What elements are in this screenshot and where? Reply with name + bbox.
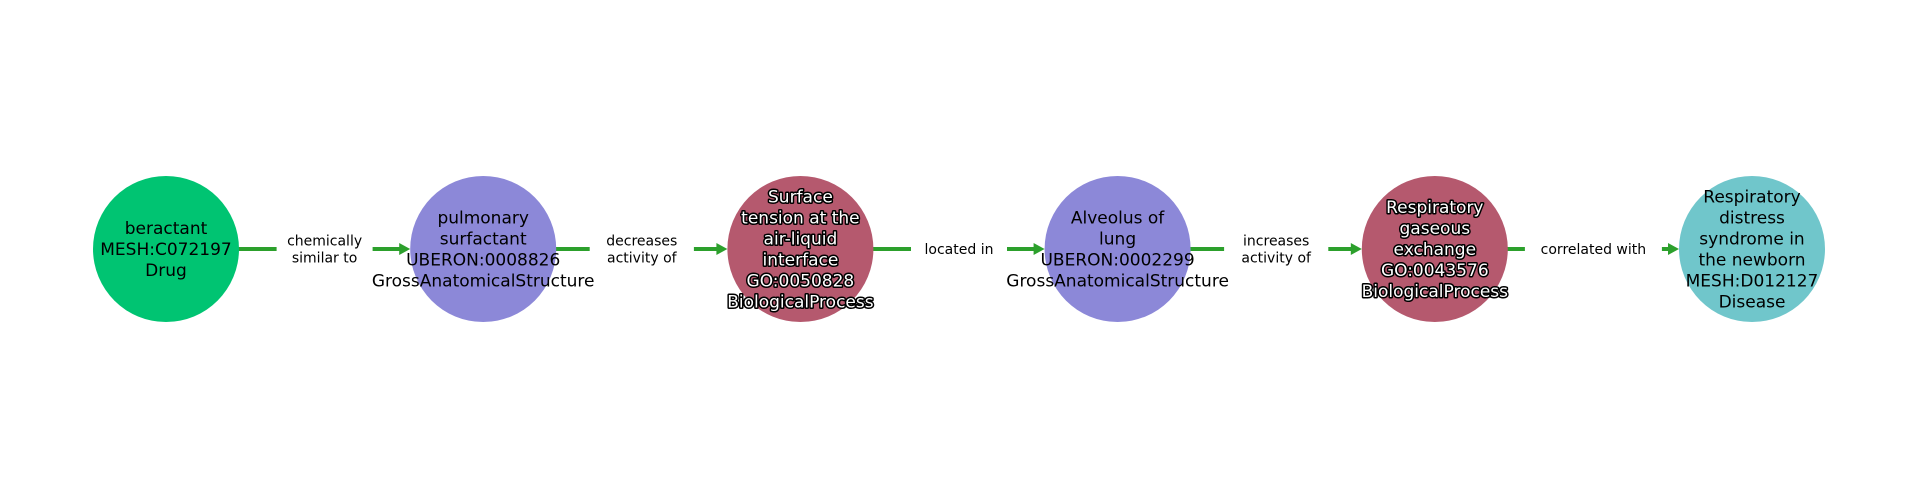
node-circle[interactable] (1361, 176, 1508, 322)
node-label: distress (1719, 209, 1785, 229)
arrowhead-icon (1668, 243, 1679, 255)
edge-label: similar to (292, 251, 357, 267)
node-label: syndrome in (1699, 230, 1804, 250)
edge-label: activity of (1241, 251, 1312, 267)
edge: correlated with (1505, 238, 1679, 260)
arrowhead-icon (716, 243, 728, 255)
edge-label-background (1224, 230, 1329, 268)
node-label: MESH:D012127 (1686, 272, 1819, 292)
node-label: Disease (1719, 293, 1786, 313)
node-label: gaseous (1400, 219, 1471, 239)
node-label: Respiratory (1386, 198, 1483, 218)
node-label: tension at the (741, 209, 859, 229)
edge-label-background (1524, 238, 1662, 260)
arrowhead-icon (1033, 243, 1045, 255)
node-label: Drug (145, 261, 187, 281)
node-label: air-liquid (764, 230, 838, 250)
node-circle[interactable] (1679, 176, 1825, 322)
node-circle[interactable] (93, 176, 239, 322)
node-label: GrossAnatomicalStructure (372, 272, 595, 292)
edge-label-background (911, 238, 1007, 260)
node-circle[interactable] (727, 176, 874, 322)
edge-label-background (276, 230, 373, 268)
arrowhead-icon (399, 243, 411, 255)
node-label: interface (762, 251, 838, 271)
edge-label: activity of (607, 251, 678, 267)
node-label: Surface (768, 188, 833, 208)
graph-node[interactable]: pulmonarysurfactantUBERON:0008826GrossAn… (372, 176, 595, 322)
arrowhead-icon (1350, 243, 1362, 255)
node-label: surfactant (440, 230, 527, 250)
edge-label: increases (1243, 234, 1309, 250)
node-label: GO:0050828 (747, 272, 855, 292)
node-circle[interactable] (1044, 176, 1191, 322)
edge: located in (871, 238, 1045, 260)
node-label: UBERON:0008826 (406, 251, 560, 271)
node-label: Respiratory (1703, 188, 1800, 208)
node-label: BiologicalProcess (1362, 282, 1509, 302)
node-label: GrossAnatomicalStructure (1006, 272, 1229, 292)
node-label: Alveolus of (1071, 209, 1165, 229)
node-label: UBERON:0002299 (1040, 251, 1194, 271)
node-label: pulmonary (437, 209, 529, 229)
graph-node[interactable]: Alveolus oflungUBERON:0002299GrossAnatom… (1006, 176, 1229, 322)
edge-label: correlated with (1541, 242, 1646, 258)
edge-label: chemically (287, 234, 362, 250)
edge-label: located in (925, 242, 994, 258)
node-label: beractant (125, 219, 208, 239)
node-label: GO:0043576 (1381, 261, 1489, 281)
node-label: lung (1099, 230, 1136, 250)
node-label: MESH:C072197 (100, 240, 231, 260)
edge-label-background (589, 230, 694, 268)
node-circle[interactable] (410, 176, 557, 322)
edge-label: decreases (606, 234, 677, 250)
node-label: BiologicalProcess (727, 293, 874, 313)
graph-node[interactable]: RespiratorygaseousexchangeGO:0043576Biol… (1360, 176, 1510, 322)
node-label: the newborn (1698, 251, 1805, 271)
node-label: exchange (1394, 240, 1477, 260)
